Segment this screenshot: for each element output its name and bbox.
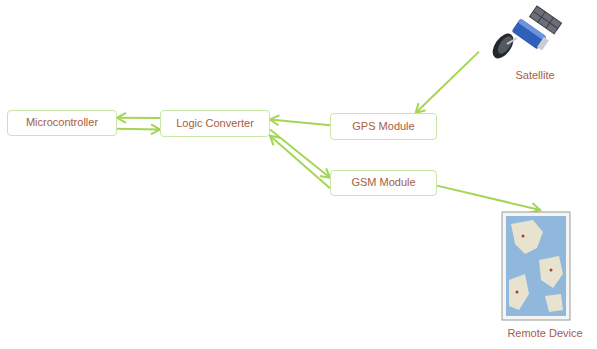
- connector-arrow: [270, 129, 330, 177]
- remote-device-node: Remote Device: [496, 210, 594, 340]
- connector-arrow: [117, 128, 160, 131]
- node-label: Remote Device: [496, 327, 594, 340]
- process-box: Microcontroller: [7, 110, 117, 136]
- node-label: GSM Module: [351, 176, 415, 189]
- node-label: Logic Converter: [176, 117, 254, 130]
- connector-arrow: [270, 119, 330, 125]
- illustration: [479, 2, 573, 66]
- node-label: Microcontroller: [26, 116, 98, 129]
- node-label: GPS Module: [352, 120, 414, 133]
- connector-arrow: [270, 136, 330, 189]
- process-box: GSM Module: [330, 170, 437, 196]
- node-label: Satellite: [479, 69, 591, 82]
- connector-arrow: [416, 52, 479, 113]
- process-box: Logic Converter: [160, 110, 270, 137]
- illustration: [496, 210, 576, 322]
- process-box: GPS Module: [330, 113, 437, 140]
- satellite-node: Satellite: [479, 2, 591, 82]
- connector-arrow: [437, 186, 540, 210]
- connector-arrow: [117, 117, 160, 119]
